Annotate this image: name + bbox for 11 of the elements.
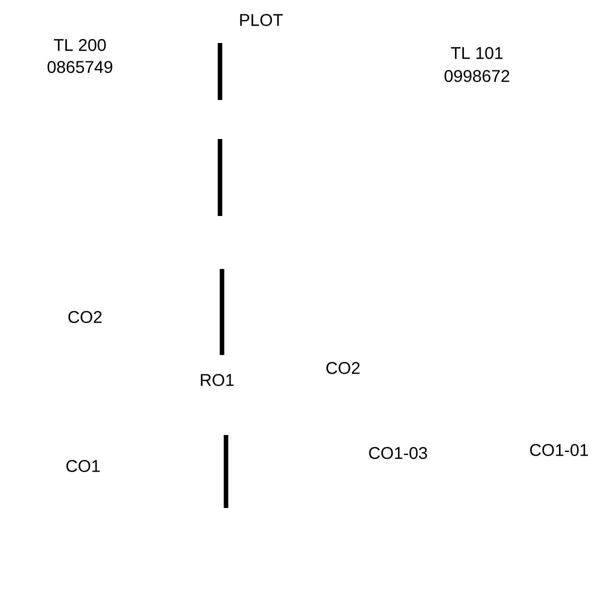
label: RO1: [200, 374, 234, 386]
label: PLOT: [240, 14, 283, 26]
label: CO1-03: [369, 446, 427, 460]
label: CO2: [326, 362, 360, 374]
label: 0865749: [48, 60, 112, 74]
label: CO1: [66, 460, 100, 472]
label: CO1-01: [530, 444, 588, 456]
label: TL 200: [54, 38, 106, 52]
label: CO2: [68, 310, 102, 324]
label: 0998672: [444, 70, 510, 82]
label: TL 101: [450, 46, 503, 60]
